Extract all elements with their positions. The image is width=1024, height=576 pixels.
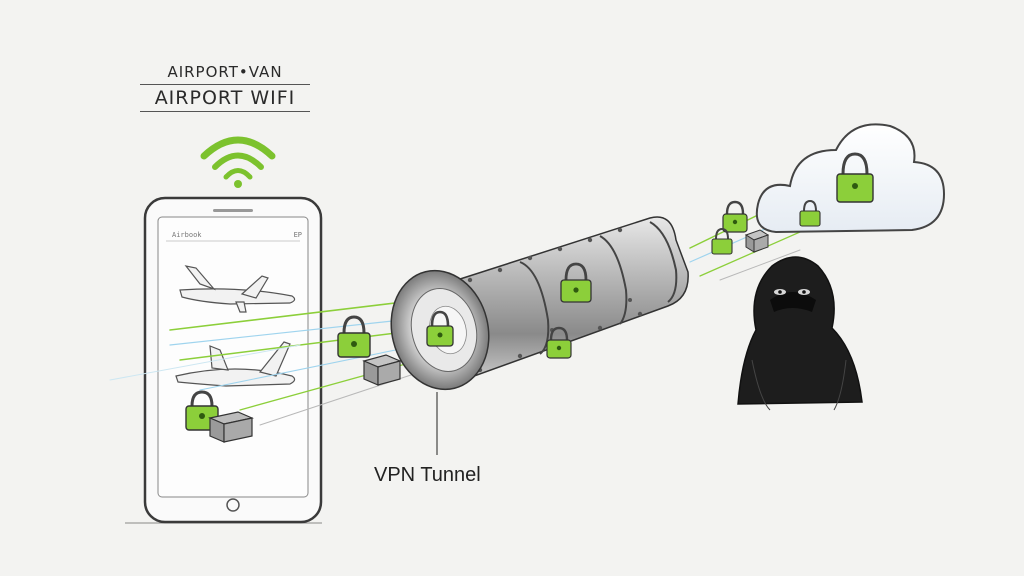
phone-status-right: EP	[293, 231, 302, 239]
vpn-tunnel	[390, 216, 689, 391]
hacker-figure	[737, 256, 863, 411]
padlock-icon	[722, 200, 748, 233]
padlock-icon	[560, 262, 592, 303]
phone-status-bar: Airbook EP	[172, 231, 302, 239]
data-box-icon	[208, 411, 254, 443]
wifi-icon	[200, 136, 276, 188]
airplane-icon	[179, 265, 296, 313]
padlock-icon	[799, 199, 821, 227]
data-box-icon	[362, 354, 402, 386]
airplane-icon	[175, 341, 296, 387]
header-divider	[140, 84, 310, 85]
padlock-icon	[337, 315, 371, 358]
phone-icon	[143, 196, 323, 524]
padlock-icon	[426, 310, 454, 347]
header-subtitle: AIRPORT WIFI	[154, 87, 296, 109]
subtitle-underline	[140, 111, 310, 112]
header-title: AIRPORT•VAN	[167, 63, 283, 81]
vpn-tunnel-label: VPN Tunnel	[374, 464, 481, 486]
data-box-icon	[744, 229, 770, 253]
padlock-icon	[546, 326, 572, 359]
padlock-icon	[711, 227, 733, 255]
padlock-icon	[836, 152, 874, 203]
phone-status-left: Airbook	[172, 231, 202, 239]
